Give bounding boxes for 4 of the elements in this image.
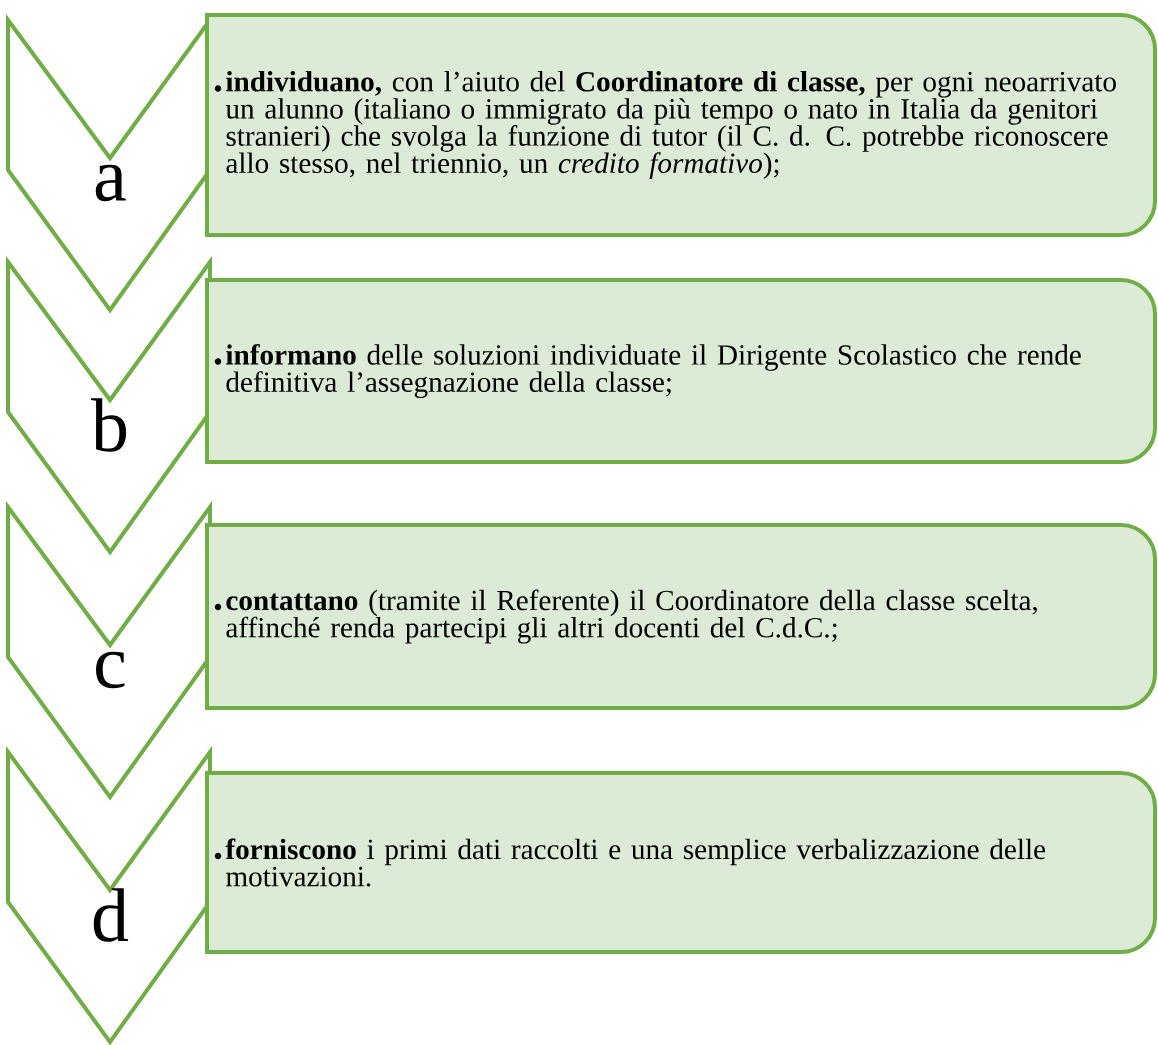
- text-box: individuano, con l’aiuto del Coordinatore di classe, per ogni neoarrivato un alunno (italiano o immigrato da più tempo o nato in Italia da genitori stranieri) che svolga la funzione di tutor (il C. d. C. potrebbe riconoscere allo stesso, nel triennio, un credito formativo);: [205, 13, 1157, 237]
- text-box: forniscono i primi dati raccolti e una semplice verbalizzazione delle motivazioni.: [205, 771, 1157, 954]
- text-box: informano delle soluzioni individuate il Dirigente Scolastico che rende definitiva l’assegnazione della classe;: [205, 278, 1157, 464]
- text-box: contattano (tramite il Referente) il Coordinatore della classe scelta, affinché renda partecipi gli altri docenti del C.d.C.;: [205, 523, 1157, 710]
